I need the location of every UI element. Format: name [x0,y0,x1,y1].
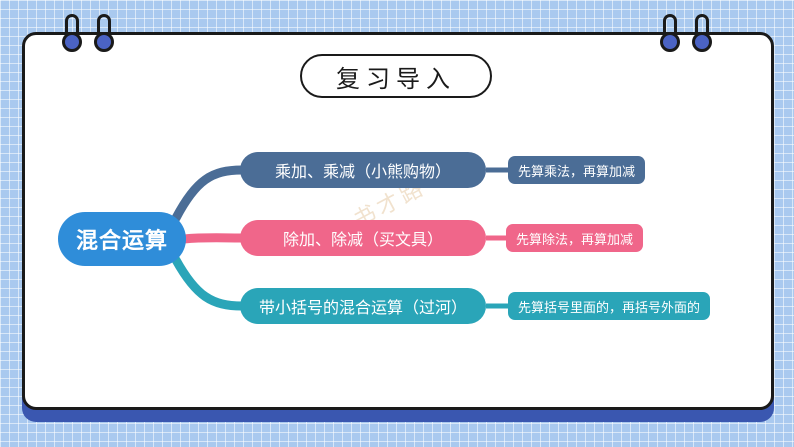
binder-ring-left-1 [62,14,82,54]
branch-1: 乘加、乘减（小熊购物） [240,152,486,188]
branch-3: 带小括号的混合运算（过河） [240,288,486,324]
branch-1-rule: 先算乘法，再算加减 [508,156,646,184]
mindmap-root: 混合运算 [58,212,186,266]
binder-ring-left-2 [94,14,114,54]
branch-3-rule: 先算括号里面的，再括号外面的 [508,292,711,320]
binder-ring-right-2 [692,14,712,54]
connector-branch-1 [171,165,247,223]
binder-ring-right-1 [660,14,680,54]
branch-2-rule: 先算除法，再算加减 [506,224,644,252]
connector-branch-3 [171,255,247,311]
connector-branch-2 [179,233,247,244]
page-title: 复习导入 [300,54,492,98]
branch-2: 除加、除减（买文具） [240,220,486,256]
